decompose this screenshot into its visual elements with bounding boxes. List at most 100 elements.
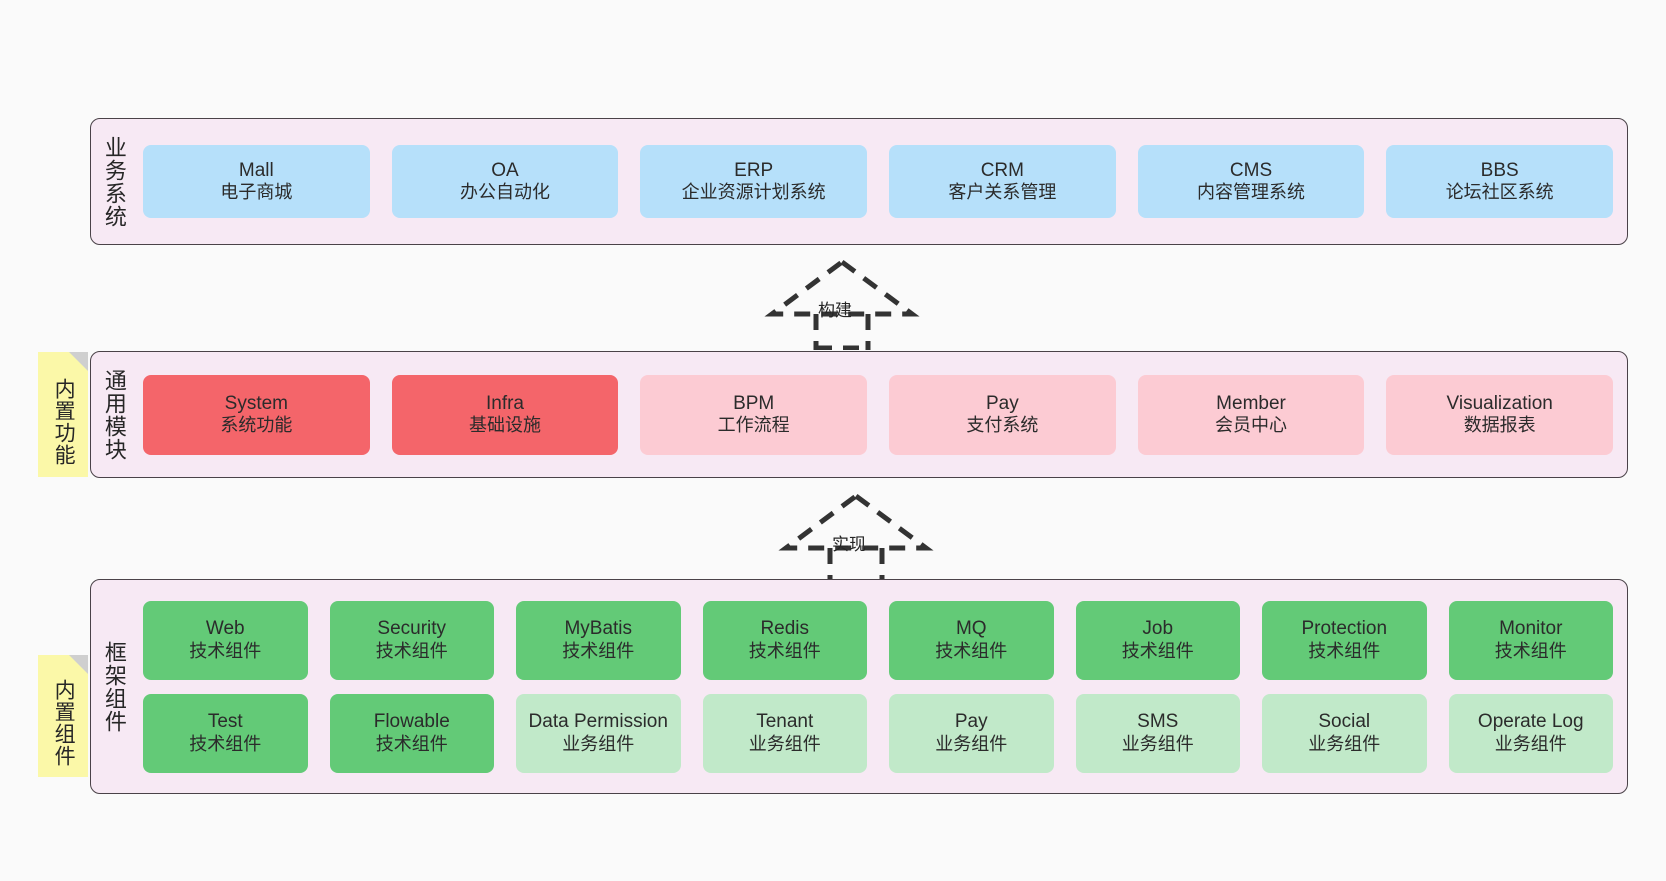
card-title-en: CRM <box>980 159 1024 181</box>
card-bpm[interactable]: BPM 工作流程 <box>640 374 868 455</box>
card-title-cn: 技术组件 <box>375 733 448 754</box>
card-cms[interactable]: CMS 内容管理系统 <box>1137 145 1365 218</box>
card-title-cn: 技术组件 <box>1121 640 1194 661</box>
card-title-en: Pay <box>985 392 1019 414</box>
card-job[interactable]: Job 技术组件 <box>1075 600 1240 680</box>
card-title-en: Pay <box>954 711 988 733</box>
arrow-implement: 实现 <box>766 492 946 585</box>
card-monitor[interactable]: Monitor 技术组件 <box>1448 600 1613 680</box>
note-fold-corner-icon <box>69 352 88 371</box>
card-title-cn: 业务组件 <box>562 733 635 754</box>
layer-framework-components: 框架组件 Web 技术组件 Security 技术组件 MyBatis 技术组件… <box>90 579 1628 794</box>
card-title-cn: 支付系统 <box>966 415 1039 436</box>
card-row: Test 技术组件 Flowable 技术组件 Data Permission … <box>143 693 1613 773</box>
card-title-cn: 技术组件 <box>935 640 1008 661</box>
card-data-permission[interactable]: Data Permission 业务组件 <box>516 693 681 773</box>
card-title-en: Member <box>1216 392 1286 414</box>
card-bbs[interactable]: BBS 论坛社区系统 <box>1386 145 1614 218</box>
card-mall[interactable]: Mall 电子商城 <box>143 145 370 218</box>
note-fold-corner-icon <box>69 655 88 674</box>
note-label: 内置组件 <box>52 679 76 767</box>
card-test[interactable]: Test 技术组件 <box>143 693 308 773</box>
card-title-en: Security <box>377 618 447 640</box>
card-pay[interactable]: Pay 支付系统 <box>889 374 1116 455</box>
card-title-en: MQ <box>955 618 987 640</box>
card-redis[interactable]: Redis 技术组件 <box>702 600 867 680</box>
card-row: Web 技术组件 Security 技术组件 MyBatis 技术组件 Redi… <box>143 600 1613 680</box>
card-member[interactable]: Member 会员中心 <box>1137 374 1365 455</box>
card-security[interactable]: Security 技术组件 <box>329 600 494 680</box>
layer-body-business: Mall 电子商城 OA 办公自动化 ERP 企业资源计划系统 CRM 客户关系… <box>137 119 1627 244</box>
card-flowable[interactable]: Flowable 技术组件 <box>329 693 494 773</box>
card-erp[interactable]: ERP 企业资源计划系统 <box>640 145 868 218</box>
layer-body-framework: Web 技术组件 Security 技术组件 MyBatis 技术组件 Redi… <box>137 580 1627 793</box>
card-title-en: System <box>224 392 289 414</box>
card-title-cn: 数据报表 <box>1463 415 1536 436</box>
card-title-cn: 技术组件 <box>189 640 262 661</box>
dashed-generalization-arrow-icon <box>764 258 920 351</box>
card-web[interactable]: Web 技术组件 <box>143 600 308 680</box>
card-title-en: Social <box>1318 711 1371 733</box>
card-pay-business[interactable]: Pay 业务组件 <box>889 693 1054 773</box>
card-title-en: Test <box>207 711 243 733</box>
card-visualization[interactable]: Visualization 数据报表 <box>1386 374 1614 455</box>
card-title-en: MyBatis <box>564 618 633 640</box>
card-infra[interactable]: Infra 基础设施 <box>391 374 619 455</box>
arrow-label-implement: 实现 <box>832 535 866 554</box>
note-builtin-components: 内置组件 <box>38 655 88 777</box>
card-title-cn: 基础设施 <box>469 415 541 436</box>
layer-title-business: 业务系统 <box>101 135 127 228</box>
card-title-cn: 技术组件 <box>748 640 821 661</box>
note-builtin-features: 内置功能 <box>38 352 88 477</box>
card-title-en: Flowable <box>373 711 450 733</box>
card-mq[interactable]: MQ 技术组件 <box>889 600 1054 680</box>
card-title-cn: 系统功能 <box>220 415 293 436</box>
card-system[interactable]: System 系统功能 <box>143 374 370 455</box>
card-title-cn: 会员中心 <box>1215 415 1288 436</box>
card-title-cn: 办公自动化 <box>460 182 550 203</box>
card-mybatis[interactable]: MyBatis 技术组件 <box>516 600 681 680</box>
card-title-cn: 业务组件 <box>935 733 1008 754</box>
card-title-en: OA <box>491 159 519 181</box>
layer-title-framework: 框架组件 <box>101 640 127 733</box>
card-title-cn: 工作流程 <box>717 415 790 436</box>
card-title-cn: 企业资源计划系统 <box>681 182 826 203</box>
card-operate-log[interactable]: Operate Log 业务组件 <box>1448 693 1613 773</box>
card-title-cn: 论坛社区系统 <box>1445 182 1554 203</box>
card-title-en: Web <box>205 618 245 640</box>
card-title-cn: 技术组件 <box>1308 640 1381 661</box>
arrow-label-build: 构建 <box>818 301 852 320</box>
note-label: 内置功能 <box>52 377 76 466</box>
card-crm[interactable]: CRM 客户关系管理 <box>889 145 1116 218</box>
card-tenant[interactable]: Tenant 业务组件 <box>702 693 867 773</box>
card-social[interactable]: Social 业务组件 <box>1262 693 1427 773</box>
card-title-cn: 技术组件 <box>189 733 262 754</box>
card-title-en: Operate Log <box>1477 711 1584 733</box>
card-title-cn: 客户关系管理 <box>948 182 1057 203</box>
card-title-cn: 技术组件 <box>375 640 448 661</box>
layer-business-systems: 业务系统 Mall 电子商城 OA 办公自动化 ERP 企业资源计划系统 CRM… <box>90 118 1628 245</box>
card-title-en: Protection <box>1301 618 1388 640</box>
card-title-cn: 技术组件 <box>1494 640 1567 661</box>
card-title-en: Infra <box>485 392 525 414</box>
card-protection[interactable]: Protection 技术组件 <box>1262 600 1427 680</box>
card-oa[interactable]: OA 办公自动化 <box>391 145 619 218</box>
arrow-build: 构建 <box>752 258 932 351</box>
card-title-cn: 内容管理系统 <box>1197 182 1306 203</box>
card-row: Mall 电子商城 OA 办公自动化 ERP 企业资源计划系统 CRM 客户关系… <box>143 145 1614 218</box>
card-title-cn: 业务组件 <box>1308 733 1381 754</box>
card-title-cn: 电子商城 <box>220 182 293 203</box>
card-row: System 系统功能 Infra 基础设施 BPM 工作流程 Pay 支付系统… <box>143 374 1614 455</box>
card-sms[interactable]: SMS 业务组件 <box>1075 693 1240 773</box>
card-title-en: Data Permission <box>528 711 668 733</box>
card-title-cn: 业务组件 <box>1494 733 1567 754</box>
card-title-cn: 技术组件 <box>562 640 635 661</box>
layer-common-modules: 通用模块 System 系统功能 Infra 基础设施 BPM 工作流程 Pay… <box>90 351 1628 478</box>
card-title-en: BPM <box>733 392 775 414</box>
card-title-en: Job <box>1142 618 1174 640</box>
card-title-en: Redis <box>760 618 810 640</box>
card-title-en: Visualization <box>1446 392 1553 414</box>
card-title-en: BBS <box>1480 159 1519 181</box>
card-title-en: SMS <box>1137 711 1179 733</box>
